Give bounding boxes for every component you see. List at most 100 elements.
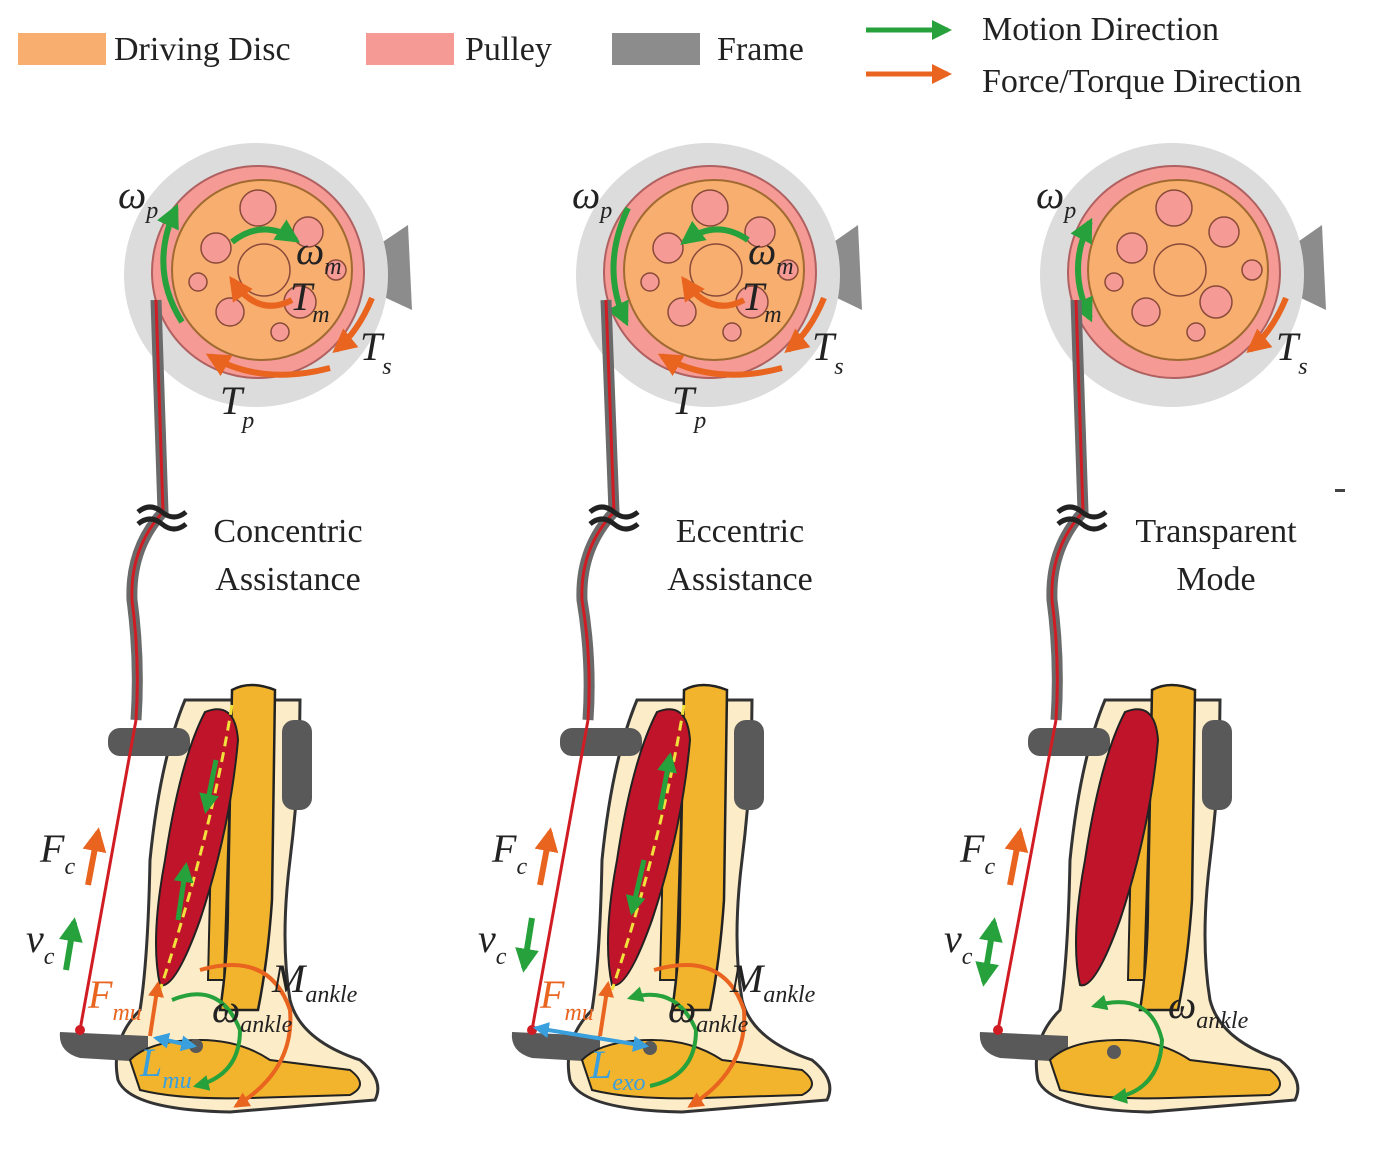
svg-text:Ts: Ts [360,324,392,380]
f-c-arrow [82,827,107,886]
panel-eccentric: ωp ωm Tm Ts Tp Eccentric Assistance [478,143,862,1114]
omega-p-sub: p [1062,198,1076,224]
cuff-strap [734,720,764,810]
t-p-symbol: T [672,378,697,423]
omega-ankle-arrow [171,992,243,1091]
upper-cuff [108,728,190,756]
mode-title-line1: Concentric [213,513,362,550]
omega-p-symbol: ω [572,172,600,217]
l-arrow [532,1022,650,1052]
v-c-symbol: v [944,916,962,961]
omega-ankle-arrow [1090,994,1165,1104]
upper-cuff [1028,728,1110,756]
v-c-symbol: v [478,916,496,961]
upper-cuff [560,728,642,756]
mode-title-line2: Assistance [215,561,360,598]
svg-text:ωankle: ωankle [212,986,293,1038]
hub [689,243,743,297]
f-c-sub: c [516,854,527,880]
omega-p-symbol: ω [118,172,146,217]
t-s-symbol: T [812,324,837,369]
assist-cable [996,719,1058,1031]
assist-cable [78,719,138,1031]
svg-text:Mankle: Mankle [729,956,816,1008]
m-ankle-symbol: M [729,956,766,1001]
leg [511,683,832,1114]
svg-text:Tm: Tm [290,274,330,328]
svg-text:Tp: Tp [220,378,254,434]
svg-text:Tp: Tp [672,378,706,434]
svg-text:Lmu: Lmu [139,1040,192,1094]
cable-break-mark [1056,504,1108,532]
svg-text:Fc: Fc [491,826,527,880]
omega-ankle-arrow [626,986,699,1088]
omega-ankle-symbol: ω [668,986,696,1031]
calf-muscle [1075,708,1160,987]
legend-label-force: Force/Torque Direction [982,63,1302,100]
svg-text:vc: vc [478,916,507,970]
v-c-symbol: v [26,916,44,961]
svg-text:vc: vc [26,916,55,970]
svg-text:Tm: Tm [742,274,782,328]
svg-text:Fmu: Fmu [87,972,142,1026]
svg-text:Fc: Fc [959,826,995,880]
legend-label-frame: Frame [717,31,804,68]
svg-text:ωm: ωm [296,228,342,280]
f-mu-sub: mu [112,1000,141,1026]
legend-swatch-frame [612,33,700,65]
f-mu-symbol: F [539,972,565,1017]
legend-label-pulley: Pulley [465,31,552,68]
v-c-sub: c [44,944,55,970]
t-s-sub: s [382,354,391,380]
muscle-shorten-arrow-bottom [173,862,194,921]
ankle-joint [1107,1045,1121,1059]
svg-text:vc: vc [944,916,973,970]
leg [979,683,1300,1114]
v-c-arrow [975,917,1003,987]
l-symbol: L [589,1042,612,1087]
t-m-symbol: T [742,274,767,319]
v-c-arrow [515,917,539,973]
svg-text:ωm: ωm [748,228,794,280]
f-c-sub: c [64,854,75,880]
omega-m-symbol: ω [748,228,776,273]
t-m-sub: m [312,302,329,328]
t-s-sub: s [834,354,843,380]
omega-p-symbol: ω [1036,172,1064,217]
hub [1153,243,1207,297]
omega-p-sub: p [598,198,612,224]
t-m-symbol: T [290,274,315,319]
svg-text:ωp: ωp [118,172,158,224]
t-s-symbol: T [360,324,385,369]
disc-holes [1104,189,1263,342]
mode-title-line1: Transparent [1135,513,1297,550]
legend-label-driving-disc: Driving Disc [114,31,291,68]
ankle-joint [643,1041,657,1055]
legend-label-motion: Motion Direction [982,11,1219,48]
bowden-cable [580,299,616,721]
panel-concentric: ωp ωm Tm Ts Tp Concentric Assistance [26,143,412,1114]
svg-text:ωp: ωp [572,172,612,224]
omega-m-symbol: ω [296,228,324,273]
heel-plate [979,1032,1068,1062]
muscle-shorten-arrow-top [199,759,219,814]
heel-plate [59,1032,149,1062]
t-s-arrow [784,296,827,354]
muscle-lengthen-arrow-bottom [625,859,647,916]
actuator [1040,143,1326,407]
calf-muscle [607,708,692,987]
omega-p-arrow [606,206,631,327]
actuator [576,143,862,407]
omega-m-sub: m [324,254,341,280]
svg-text:ωp: ωp [1036,172,1076,224]
t-p-sub: p [240,408,254,434]
m-ankle-sub: ankle [305,982,357,1008]
svg-text:Mankle: Mankle [271,956,358,1008]
omega-ankle-sub: ankle [1196,1008,1248,1034]
v-c-arrow [59,917,83,971]
omega-ankle-sub: ankle [240,1012,292,1038]
svg-text:ωankle: ωankle [1168,982,1249,1034]
leg [59,683,380,1114]
stray-mark [1335,489,1345,492]
